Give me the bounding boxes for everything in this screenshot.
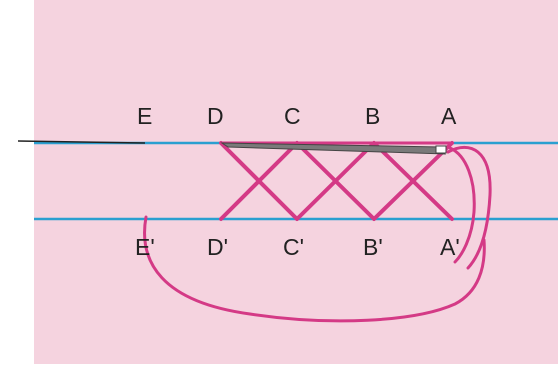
label-d-prime: D' [207, 234, 228, 260]
thread-tail [17, 140, 146, 144]
thread-bottom-loop [143, 215, 486, 323]
label-a: A [441, 103, 457, 129]
background-panel [34, 0, 558, 364]
thread-loop-outer [446, 145, 492, 270]
label-b-prime: B' [363, 234, 383, 260]
top-labels: E D C B A [137, 103, 457, 129]
label-e: E [137, 103, 152, 129]
label-e-prime: E' [135, 234, 155, 260]
label-d: D [207, 103, 224, 129]
label-c-prime: C' [283, 234, 304, 260]
bottom-labels: E' D' C' B' A' [135, 234, 460, 260]
thread-loop-inner [448, 146, 476, 264]
label-a-prime: A' [440, 234, 460, 260]
label-b: B [365, 103, 380, 129]
label-c: C [284, 103, 301, 129]
stitch-dprime-c [219, 141, 299, 221]
cross-stitches [219, 141, 454, 221]
needle-icon [220, 142, 447, 155]
stitch-cprime-b [295, 141, 376, 221]
stitch-bprime-a [372, 141, 454, 221]
